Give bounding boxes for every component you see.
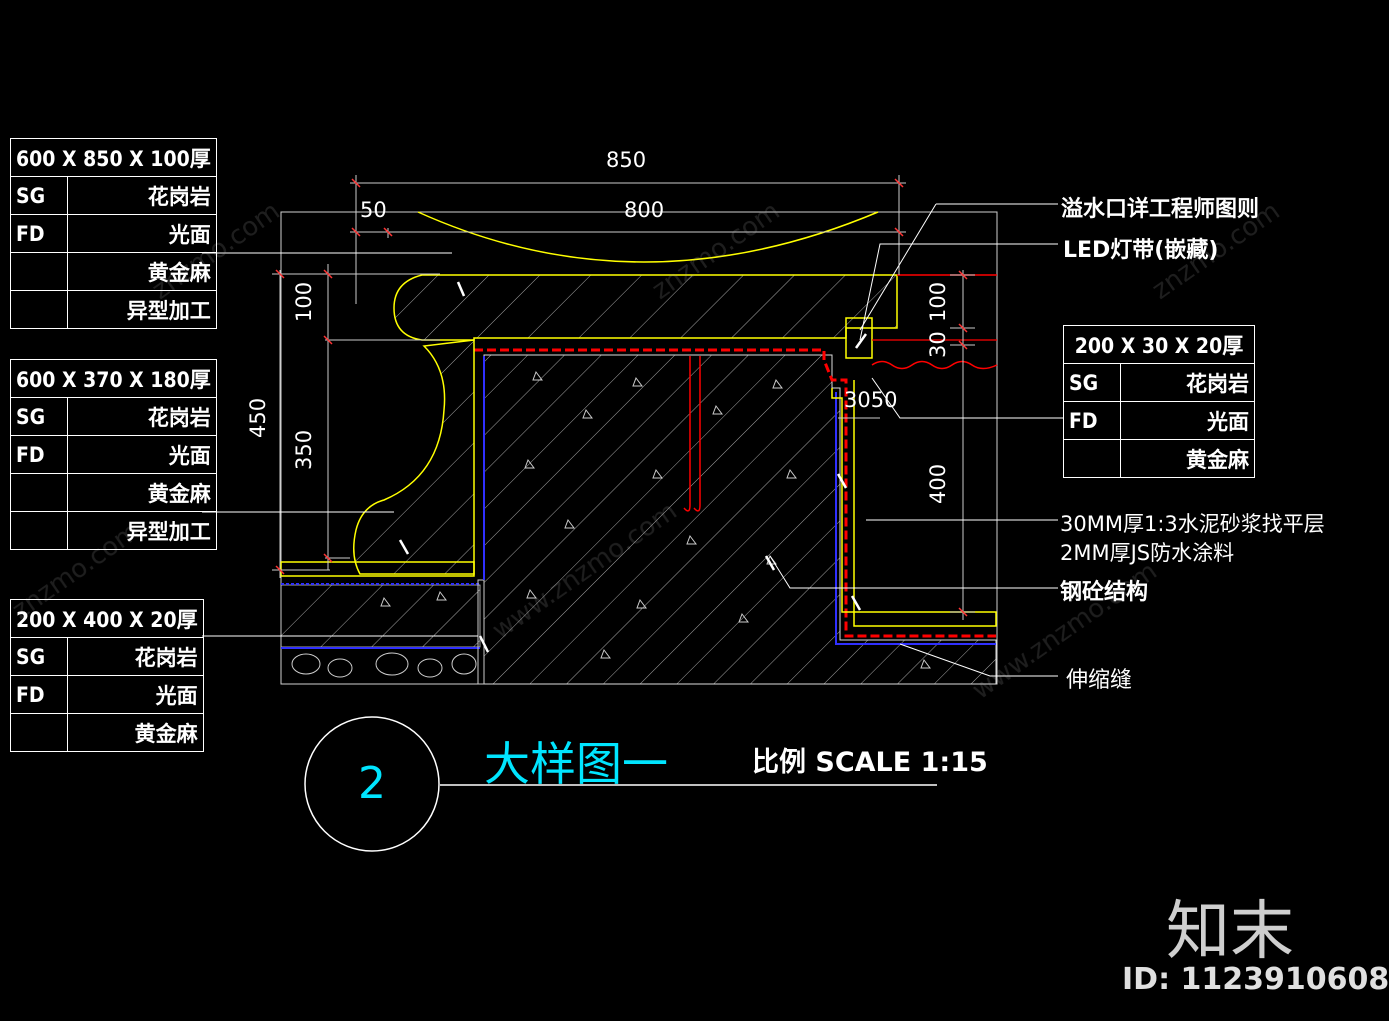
leader-lines [202, 203, 1064, 677]
callout-mortar: 30MM厚1:3水泥砂浆找平层 [1060, 512, 1325, 536]
callout-structure: 钢砼结构 [1060, 580, 1149, 605]
stone-block-370 [353, 339, 475, 575]
callout-waterproof: 2MM厚JS防水涂料 [1060, 541, 1235, 565]
dim-50: 50 [360, 198, 387, 222]
title-circle [304, 716, 440, 852]
gravel-layer [291, 652, 477, 678]
led-box [845, 317, 873, 359]
watermark-logo: 知末 [1166, 895, 1294, 969]
capstone-850 [393, 274, 898, 341]
dim-30: 30 [926, 331, 950, 358]
callout-joint: 伸缩缝 [1066, 668, 1133, 693]
table-header: 200 X 30 X 20厚 [1063, 325, 1255, 364]
callout-led: LED灯带(嵌藏) [1063, 238, 1219, 263]
concrete-body [483, 354, 997, 685]
water-surface [871, 274, 998, 370]
dim-100-right: 100 [926, 281, 950, 322]
expansion-joint [477, 579, 485, 685]
cladding-right [831, 380, 997, 627]
dim-3050: 3050 [844, 388, 898, 412]
callout-overflow: 溢水口详工程师图则 [1061, 197, 1260, 222]
dim-100-left: 100 [292, 281, 316, 322]
mortar-line-red [474, 348, 996, 638]
detail-number: 2 [358, 758, 386, 809]
dim-800: 800 [624, 198, 665, 222]
coping-arc [417, 211, 879, 263]
detail-title: 大样图一 [484, 737, 668, 791]
detail-scale: 比例 SCALE 1:15 [752, 747, 988, 778]
dim-850: 850 [606, 148, 647, 172]
dim-400: 400 [926, 463, 950, 504]
base-layer-left [280, 584, 481, 648]
table-header: 600 X 370 X 180厚 [10, 359, 217, 398]
watermark-id: ID: 1123910608 [1122, 962, 1389, 997]
table-header: 600 X 850 X 100厚 [10, 138, 217, 177]
dim-350: 350 [292, 429, 316, 470]
paving-200x400 [280, 561, 475, 577]
table-header: 200 X 400 X 20厚 [10, 599, 204, 638]
dim-450: 450 [246, 397, 270, 438]
